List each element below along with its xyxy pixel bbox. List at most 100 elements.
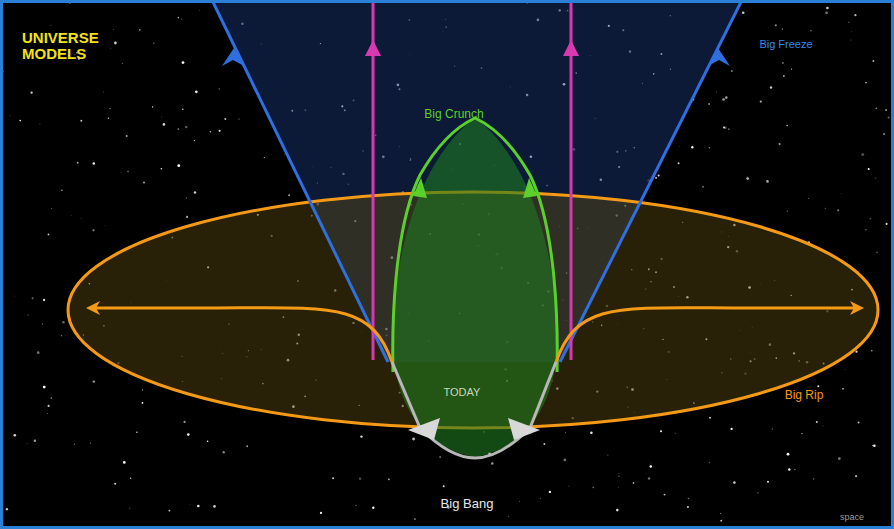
model-label: Big Crunch <box>424 108 483 122</box>
star <box>223 451 225 453</box>
star <box>103 91 104 92</box>
star <box>359 478 361 480</box>
star <box>30 92 32 94</box>
star <box>177 164 180 167</box>
star <box>439 456 441 458</box>
star <box>728 128 729 129</box>
star <box>658 174 660 176</box>
star <box>822 425 824 427</box>
star <box>723 127 725 129</box>
star <box>42 323 43 324</box>
star <box>691 146 693 148</box>
star <box>213 505 216 508</box>
star <box>355 505 356 506</box>
star <box>648 477 650 479</box>
star <box>51 397 52 398</box>
star <box>865 229 866 230</box>
bang-arrowhead <box>508 418 540 440</box>
star <box>414 518 416 520</box>
star <box>19 120 21 122</box>
star <box>388 479 390 481</box>
star <box>37 351 40 354</box>
star <box>61 189 63 191</box>
star <box>182 109 183 110</box>
star <box>197 505 200 508</box>
star <box>129 507 131 509</box>
star <box>886 223 888 225</box>
star <box>163 123 166 126</box>
star <box>122 63 123 64</box>
star <box>772 428 773 429</box>
star <box>565 431 567 433</box>
bang-line <box>392 362 420 428</box>
star <box>563 459 566 462</box>
star <box>865 82 867 84</box>
star <box>332 477 334 479</box>
star <box>836 364 838 366</box>
star <box>725 96 728 99</box>
star <box>109 108 111 110</box>
star <box>43 386 46 389</box>
crunch-arrowhead <box>523 178 537 198</box>
star <box>178 128 180 130</box>
star <box>6 508 8 510</box>
star <box>185 126 187 128</box>
star <box>767 481 769 483</box>
star <box>142 389 143 390</box>
model-label: Big Freeze <box>759 38 812 51</box>
star <box>731 70 733 72</box>
star <box>50 24 52 26</box>
star <box>716 91 718 93</box>
star <box>90 443 91 444</box>
star <box>607 455 608 456</box>
star <box>238 118 239 119</box>
freeze-arrowhead <box>222 48 244 66</box>
star <box>93 162 95 164</box>
star <box>794 469 795 470</box>
star <box>885 109 887 111</box>
star <box>39 123 40 124</box>
star <box>508 515 510 517</box>
star <box>709 417 711 419</box>
star <box>782 28 783 29</box>
star <box>722 98 725 101</box>
star <box>568 485 570 487</box>
star <box>650 465 652 467</box>
star <box>786 125 787 126</box>
star <box>674 432 676 434</box>
rip-curve <box>90 308 392 362</box>
star <box>655 177 657 179</box>
star <box>720 513 722 515</box>
star <box>708 462 710 464</box>
steady-arrowhead <box>563 40 579 56</box>
star <box>246 445 248 447</box>
star <box>791 69 792 70</box>
star <box>868 168 870 170</box>
star <box>34 439 37 442</box>
star <box>766 180 769 183</box>
star <box>92 229 94 231</box>
star <box>372 507 374 509</box>
star <box>746 177 749 180</box>
today-label: TODAY <box>444 386 481 399</box>
star <box>181 18 183 20</box>
star <box>801 433 802 434</box>
star <box>842 388 844 390</box>
star <box>616 509 619 512</box>
star <box>633 482 635 484</box>
freeze-arrowhead <box>708 48 730 66</box>
star <box>104 225 106 227</box>
star <box>110 48 112 50</box>
star <box>219 88 220 89</box>
star <box>650 462 652 464</box>
star <box>779 143 781 145</box>
star <box>688 498 690 500</box>
crunch-curve <box>393 118 557 372</box>
star <box>788 468 791 471</box>
star <box>126 135 128 137</box>
star <box>873 444 876 447</box>
star <box>540 498 541 499</box>
star <box>678 162 680 164</box>
star <box>848 21 850 23</box>
